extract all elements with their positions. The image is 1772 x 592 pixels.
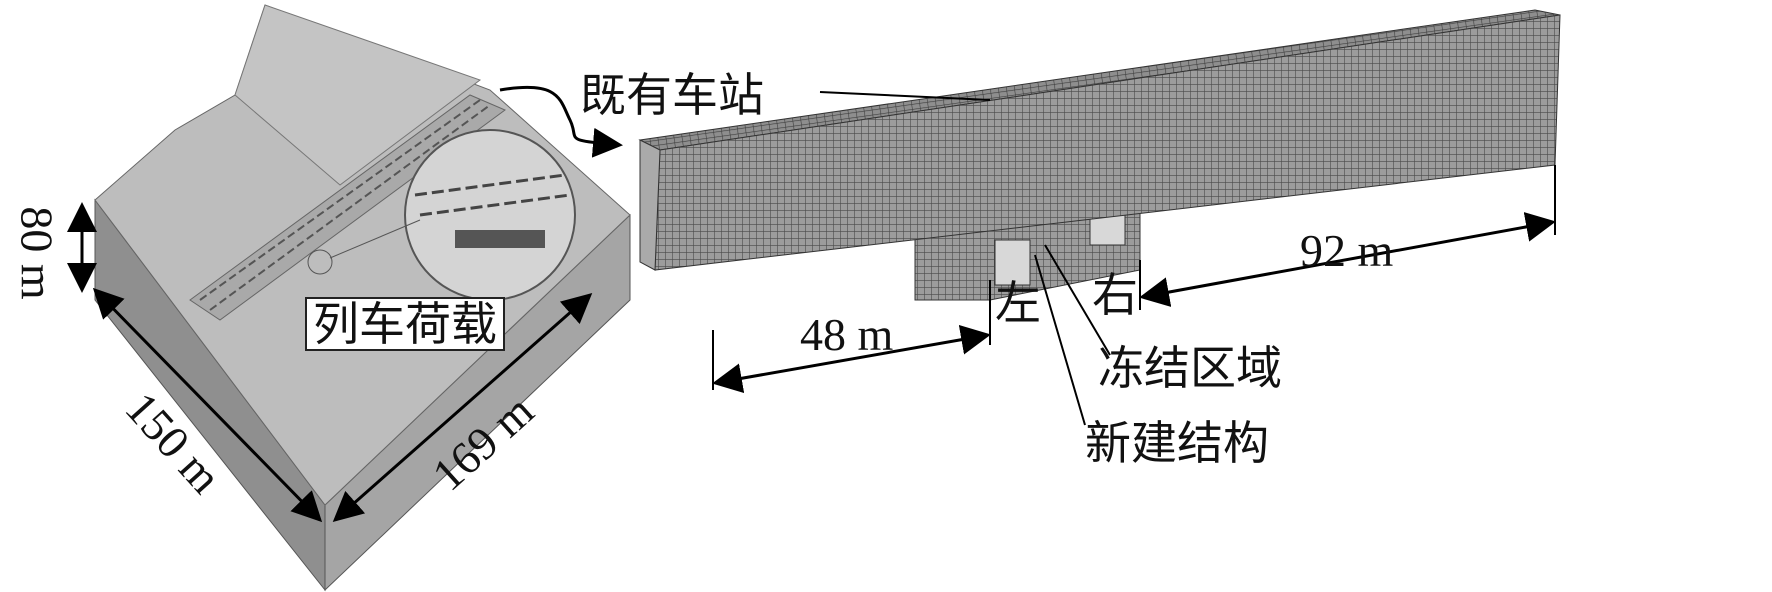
height-dimension-label: 80 m xyxy=(11,206,63,300)
station-mesh-model xyxy=(638,9,1561,426)
dimension-92m-label: 92 m xyxy=(1300,225,1394,276)
frozen-zone-label: 冻结区域 xyxy=(1098,341,1282,395)
station-end-face xyxy=(639,139,661,271)
train-load-label: 列车荷载 xyxy=(305,297,505,351)
right-zone-label: 右 xyxy=(1092,268,1138,322)
left-zone-label: 左 xyxy=(995,276,1041,330)
upper-block xyxy=(234,4,482,186)
existing-station-label: 既有车站 xyxy=(580,68,764,122)
soil-model xyxy=(67,4,631,592)
station-pointer-curve xyxy=(499,85,623,158)
new-structure-label: 新建结构 xyxy=(1085,416,1269,470)
dimension-48m-label: 48 m xyxy=(800,309,894,360)
